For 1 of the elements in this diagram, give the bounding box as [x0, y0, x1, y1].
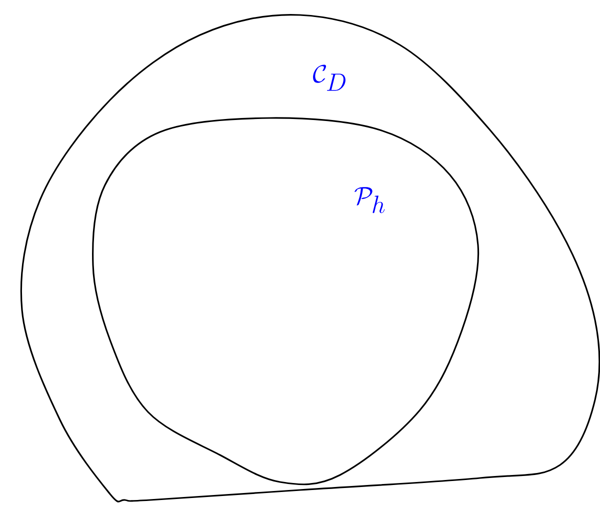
closed-curve: $\mathcal{P}_h$: [92, 117, 480, 486]
